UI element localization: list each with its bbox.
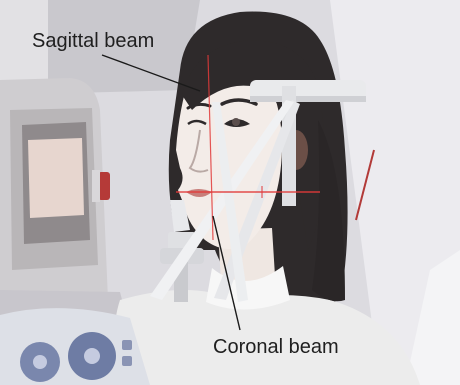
control-panel [0,308,150,385]
eye-right-iris [232,118,240,126]
sagittal-beam-label: Sagittal beam [32,30,154,52]
panel-button-icon [122,340,132,350]
coronal-beam-label: Coronal beam [213,336,339,358]
